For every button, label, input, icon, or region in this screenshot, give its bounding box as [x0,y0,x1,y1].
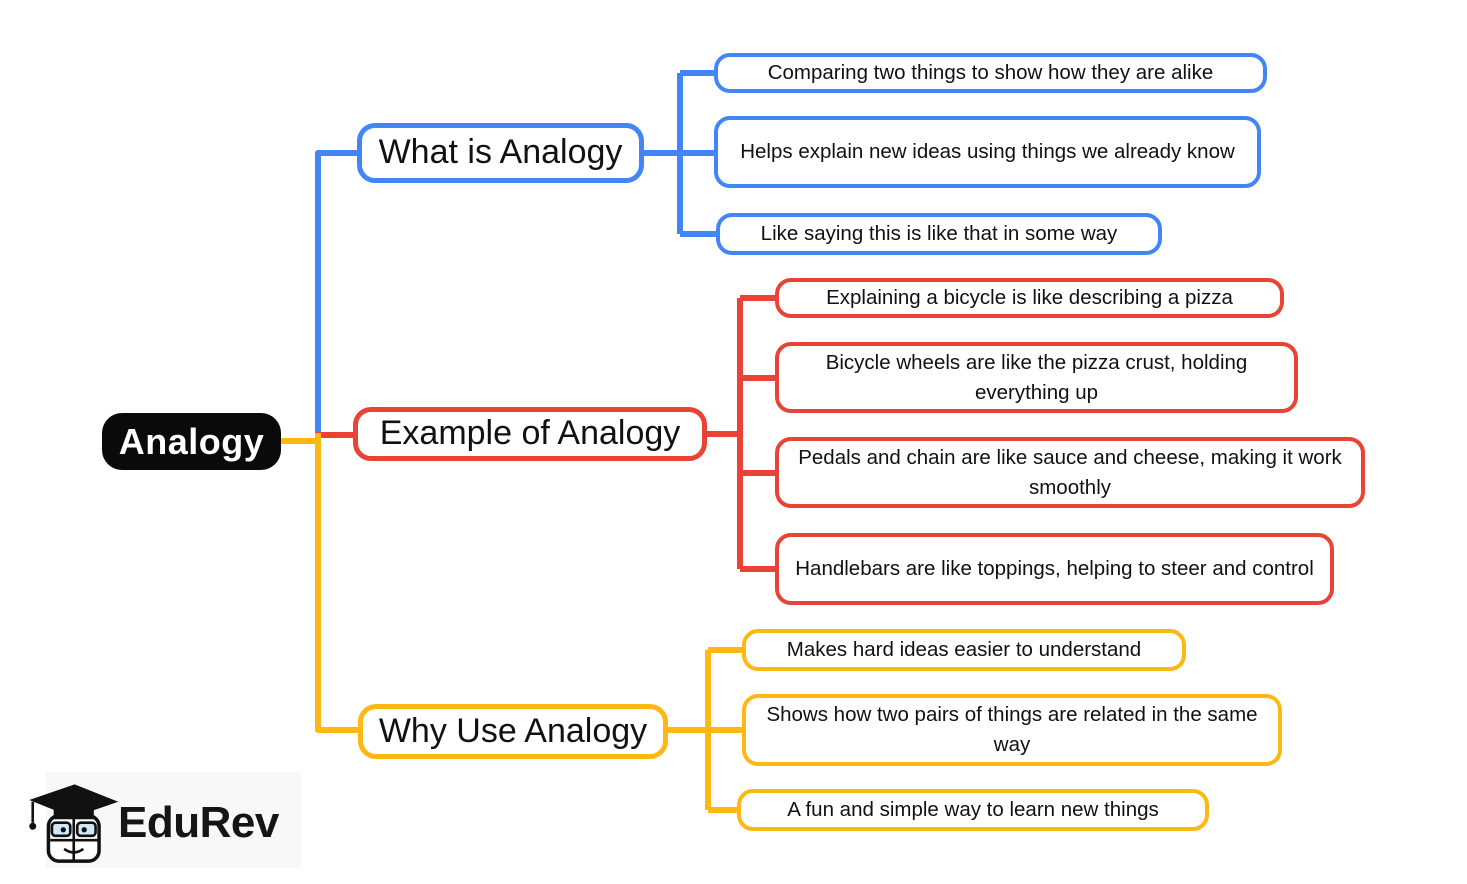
edurev-mascot-icon [29,784,119,863]
red-connectors [316,295,775,572]
yellow-connectors [281,433,742,813]
leaf-node: Explaining a bicycle is like describing … [775,278,1284,318]
leaf-text: Shows how two pairs of things are relate… [766,703,1258,756]
branch-node-what-is-analogy: What is Analogy [357,123,644,183]
leaf-text: Handlebars are like toppings, helping to… [795,557,1314,581]
branch-node-example-of-analogy: Example of Analogy [353,407,707,461]
leaf-node: Like saying this is like that in some wa… [716,213,1162,255]
leaf-node: Pedals and chain are like sauce and chee… [775,437,1365,508]
leaf-text: Makes hard ideas easier to understand [786,638,1142,662]
root-label: Analogy [118,420,265,462]
leaf-node: Makes hard ideas easier to understand [742,629,1186,671]
leaf-text: Helps explain new ideas using things we … [740,140,1235,164]
root-node-analogy: Analogy [102,413,281,470]
leaf-text: Like saying this is like that in some wa… [760,222,1118,246]
branch-node-why-use-analogy: Why Use Analogy [358,704,668,759]
leaf-text: Bicycle wheels are like the pizza crust,… [825,350,1248,404]
leaf-text: A fun and simple way to learn new things [787,798,1159,822]
branch-label: What is Analogy [378,133,623,172]
blue-connectors [315,70,718,436]
branch-label: Example of Analogy [379,414,681,453]
edurev-logo-text: EduRev [118,798,279,847]
leaf-text: Comparing two things to show how they ar… [767,61,1214,85]
connector-root-to-why [315,433,358,733]
connector-root-to-what [315,150,357,436]
leaf-node: Comparing two things to show how they ar… [714,53,1267,93]
leaf-node: Shows how two pairs of things are relate… [742,694,1282,766]
leaf-text: Pedals and chain are like sauce and chee… [798,445,1342,499]
leaf-node: Handlebars are like toppings, helping to… [775,533,1334,605]
leaf-node: Bicycle wheels are like the pizza crust,… [775,342,1298,413]
leaf-text: Explaining a bicycle is like describing … [826,286,1233,310]
leaf-node: Helps explain new ideas using things we … [714,116,1261,188]
branch-label: Why Use Analogy [378,711,648,750]
leaf-node: A fun and simple way to learn new things [737,789,1209,831]
